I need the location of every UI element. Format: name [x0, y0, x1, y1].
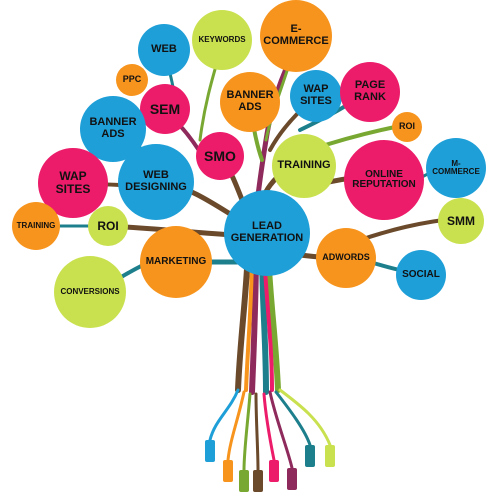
node-web-designing: WEB DESIGNING: [118, 144, 194, 220]
cable-purple: [268, 390, 294, 470]
node-banner-ads-top: BANNER ADS: [220, 72, 280, 132]
plug-lime: [325, 445, 335, 467]
node-training-top: TRAINING: [272, 134, 336, 198]
node-roi-top: ROI: [392, 112, 422, 142]
node-sem-label: SEM: [149, 100, 181, 117]
node-wap-sites-top: WAP SITES: [290, 70, 342, 122]
node-web-designing-label: WEB DESIGNING: [125, 169, 187, 193]
node-roi-left: ROI: [88, 206, 128, 246]
node-conversions: CONVERSIONS: [54, 256, 126, 328]
node-m-commerce: M- COMMERCE: [426, 138, 486, 198]
node-smo-label: SMO: [204, 147, 236, 164]
node-online-reputation: ONLINE REPUTATION: [344, 140, 424, 220]
cable-lime: [278, 388, 332, 447]
node-banner-ads-left-label: BANNER ADS: [89, 116, 137, 140]
plug-orange: [223, 460, 233, 482]
node-keywords-label: KEYWORDS: [198, 34, 246, 44]
node-lead-generation: LEAD GENERATION: [224, 190, 310, 276]
cable-blue: [208, 388, 240, 442]
node-page-rank: PAGE RANK: [340, 62, 400, 122]
node-conversions-label: CONVERSIONS: [60, 286, 120, 296]
plug-pink: [269, 460, 279, 482]
node-social: SOCIAL: [396, 250, 446, 300]
cable-orange: [226, 390, 246, 462]
node-roi-top-label: ROI: [398, 121, 415, 132]
node-wap-sites-left-label: WAP SITES: [55, 169, 91, 196]
plug-blue: [205, 440, 215, 462]
node-adwords: ADWORDS: [316, 228, 376, 288]
node-keywords: KEYWORDS: [192, 10, 252, 70]
node-training-left: TRAINING: [12, 202, 60, 250]
node-m-commerce-label: M- COMMERCE: [432, 158, 480, 176]
node-e-commerce-label: E- COMMERCE: [263, 23, 329, 47]
plug-teal: [305, 445, 315, 467]
node-ppc-label: PPC: [122, 74, 142, 85]
node-smo: SMO: [196, 132, 244, 180]
node-e-commerce: E- COMMERCE: [260, 0, 332, 72]
cable-green: [242, 392, 252, 472]
plug-green: [239, 470, 249, 492]
node-lead-generation-label: LEAD GENERATION: [230, 220, 304, 244]
node-marketing-label: MARKETING: [145, 255, 207, 267]
node-training-top-label: TRAINING: [277, 159, 331, 172]
node-wap-sites-top-label: WAP SITES: [300, 83, 332, 107]
node-web: WEB: [138, 24, 190, 76]
node-ppc: PPC: [116, 64, 148, 96]
node-smm: SMM: [438, 198, 484, 244]
node-web-label: WEB: [151, 43, 177, 56]
node-banner-ads-top-label: BANNER ADS: [226, 89, 274, 113]
node-banner-ads-left: BANNER ADS: [80, 96, 146, 162]
node-sem: SEM: [140, 84, 190, 134]
cable-brown: [254, 392, 260, 472]
plug-purple: [287, 468, 297, 490]
node-smm-label: SMM: [447, 213, 475, 228]
node-online-reputation-label: ONLINE REPUTATION: [352, 168, 416, 190]
plug-connectors: [205, 440, 335, 492]
plug-brown: [253, 470, 263, 492]
node-marketing: MARKETING: [140, 226, 212, 298]
node-page-rank-label: PAGE RANK: [354, 79, 386, 103]
node-adwords-label: ADWORDS: [322, 252, 370, 263]
node-roi-left-label: ROI: [97, 218, 119, 233]
cable-teal: [274, 390, 312, 447]
node-training-left-label: TRAINING: [16, 220, 56, 230]
node-social-label: SOCIAL: [402, 268, 440, 280]
cable-pink: [262, 392, 276, 462]
